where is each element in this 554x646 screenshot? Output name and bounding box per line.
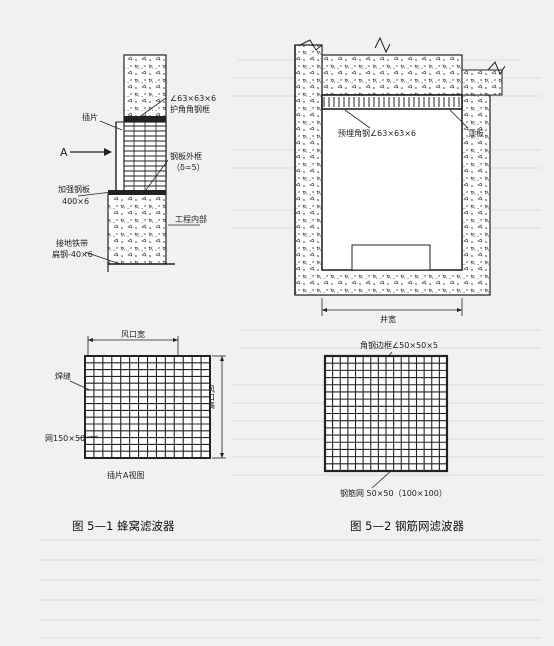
label-plate-size: 400×6 — [62, 197, 89, 206]
label-ground-size: 扁钢-40×6 — [52, 249, 93, 259]
label-weld: 焊缝 — [55, 371, 71, 381]
label-embedded-angle: 预埋角钢∠63×63×6 — [338, 128, 416, 138]
inner-compartment — [351, 244, 431, 271]
label-angle-size: ∠63×63×6 — [170, 94, 216, 103]
rebar-filter-section: 预埋角钢∠63×63×6 顶板 井宽 — [294, 36, 506, 324]
top-slab — [321, 54, 463, 96]
label-frame-name: 钢板外框 — [170, 151, 202, 161]
label-well-width: 井宽 — [380, 314, 396, 324]
label-edge-angle: 角钢边框∠50×50×5 — [360, 340, 438, 350]
well-shaft — [321, 94, 463, 271]
honeycomb-filter-view: 风口宽 风口高 焊缝 网150×50 插片A视图 — [45, 329, 226, 480]
label-arrow-a: A — [60, 146, 68, 159]
angle-frame — [124, 116, 166, 122]
label-ground-name: 接地铁带 — [56, 238, 88, 248]
reinforcing-plate — [108, 190, 166, 195]
label-view-a: 插片A视图 — [107, 470, 144, 480]
label-frame-size: （δ=5） — [172, 163, 205, 172]
caption-figure-5-2: 图 5—2 钢筋网滤波器 — [350, 519, 464, 533]
label-insert: 插片 — [82, 112, 98, 122]
lower-wall — [107, 193, 167, 265]
rebar-mesh-grid — [325, 356, 447, 471]
caption-figure-5-1: 图 5—1 蜂窝滤波器 — [72, 519, 175, 533]
label-top-slab: 顶板 — [468, 128, 484, 138]
label-inside: 工程内部 — [175, 214, 207, 224]
label-mesh-size: 网150×50 — [45, 434, 85, 443]
honeycomb-mesh-grid — [85, 356, 210, 458]
rebar-filter-view: 角钢边框∠50×50×5 钢筋网 50×50（100×100） — [323, 340, 449, 498]
label-plate-name: 加强钢板 — [58, 184, 90, 194]
label-opening-width: 风口宽 — [121, 329, 145, 339]
arrow-head — [104, 148, 112, 156]
honeycomb-filter-section: A ∠63×63×6 护角角钢框 插片 钢板外框 （δ=5） 加强钢板 400×… — [52, 54, 216, 272]
angle-frame-2 — [115, 121, 125, 195]
label-angle-name: 护角角钢框 — [170, 104, 210, 114]
label-rebar-mesh: 钢筋网 50×50（100×100） — [340, 488, 447, 498]
rebar-mesh-band — [321, 94, 463, 110]
honeycomb-insert — [123, 121, 167, 195]
